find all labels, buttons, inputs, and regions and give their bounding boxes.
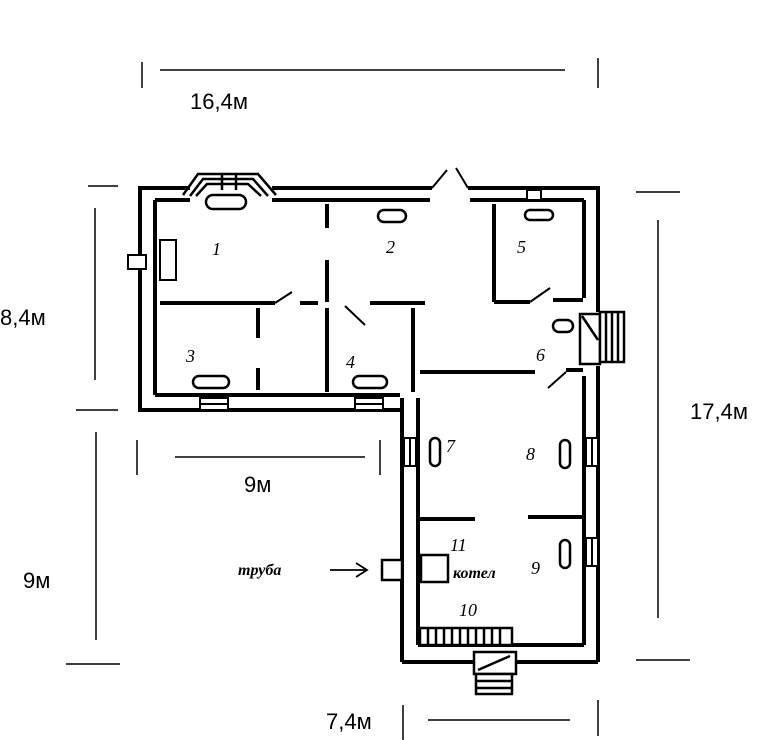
windows	[127, 189, 599, 567]
room-label-10: 10	[459, 600, 477, 620]
room-label-11: 11	[450, 535, 467, 555]
boiler-equipment	[380, 553, 450, 584]
room-label-8: 8	[526, 444, 535, 464]
dim-inner-width: 9м	[244, 472, 271, 497]
room-label-9: 9	[531, 558, 540, 578]
room-label-7: 7	[446, 436, 456, 456]
pipe-label: труба	[238, 562, 281, 579]
stairs-right	[578, 310, 626, 366]
doors	[274, 167, 567, 389]
radiators	[191, 193, 575, 570]
pipe-box	[380, 558, 404, 582]
pipe-arrow	[330, 562, 369, 578]
bay-window	[181, 172, 277, 197]
room-label-5: 5	[517, 237, 526, 257]
dim-left-upper-height: 8,4м	[0, 305, 46, 330]
boiler-label: котел	[453, 565, 496, 582]
dim-top-width: 16,4м	[190, 89, 248, 114]
room-label-6: 6	[536, 345, 545, 365]
dim-right-height: 17,4м	[690, 399, 748, 424]
room-label-4: 4	[346, 352, 355, 372]
dim-bottom-width: 7,4м	[326, 709, 372, 734]
walls	[138, 186, 600, 664]
stairs-lower	[418, 626, 518, 696]
room-label-2: 2	[386, 237, 395, 257]
room-label-3: 3	[185, 346, 195, 366]
boiler-box	[419, 553, 450, 584]
room-label-1: 1	[212, 239, 221, 259]
dim-left-lower-height: 9м	[23, 568, 50, 593]
dimension-lines	[66, 58, 690, 740]
